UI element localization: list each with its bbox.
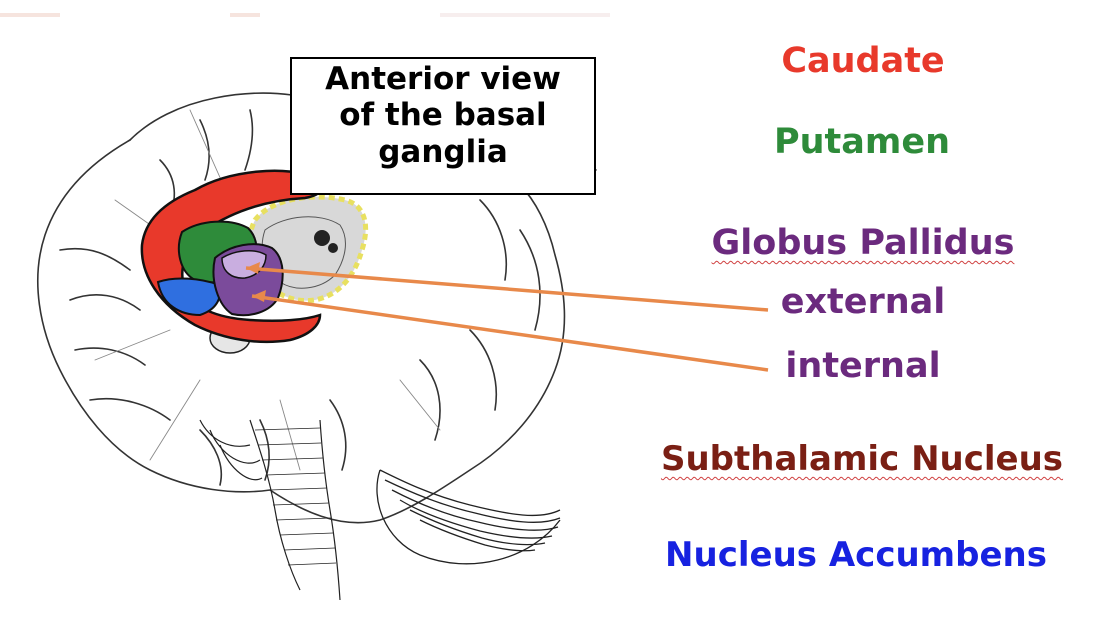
legend-subthalamic-nucleus: Subthalamic Nucleus bbox=[660, 439, 1064, 479]
cerebellum bbox=[376, 469, 561, 565]
pointer-arrowhead-internal bbox=[252, 290, 266, 302]
legend-caudate: Caudate bbox=[781, 41, 945, 81]
pointer-line-internal bbox=[251, 294, 769, 372]
top-edge-artifact bbox=[230, 13, 260, 17]
top-edge-artifact bbox=[0, 13, 60, 17]
top-edge-artifact bbox=[440, 13, 610, 17]
caption-text: Anterior view of the basal ganglia bbox=[325, 61, 561, 170]
legend-putamen: Putamen bbox=[773, 122, 951, 162]
thalamus-nucleus-dot bbox=[314, 230, 330, 246]
legend-external: external bbox=[780, 282, 946, 322]
legend-nucleus-accumbens: Nucleus Accumbens bbox=[665, 535, 1047, 575]
thalamus-nucleus-dot bbox=[328, 243, 338, 253]
legend-internal: internal bbox=[785, 346, 941, 386]
pointer-line-external bbox=[245, 266, 769, 312]
brain-outline bbox=[36, 92, 597, 524]
caption-box: Anterior view of the basal ganglia bbox=[290, 57, 596, 195]
legend-globus-pallidus: Globus Pallidus bbox=[711, 223, 1015, 263]
brainstem bbox=[199, 419, 341, 601]
nucleus-accumbens-shape bbox=[156, 277, 222, 317]
pointer-arrowhead-external bbox=[246, 262, 260, 274]
